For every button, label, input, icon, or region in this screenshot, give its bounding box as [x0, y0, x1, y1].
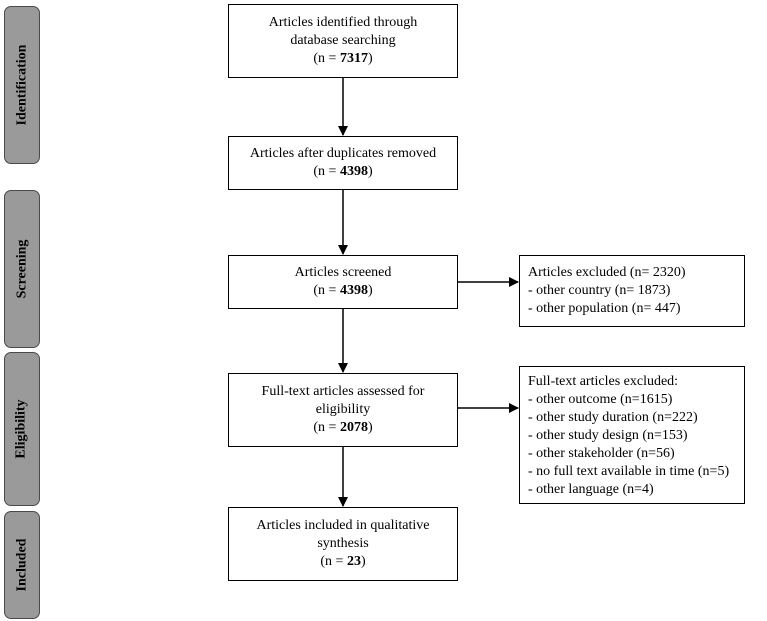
exclusion-title: Full-text articles excluded:	[528, 374, 679, 389]
phase-identification: Identification	[4, 6, 40, 164]
box-count: (n = 23)	[320, 554, 366, 569]
box-text: Articles after duplicates removed	[249, 146, 437, 161]
box-excluded-fulltext: Full-text articles excluded: - other out…	[519, 366, 745, 504]
box-included: Articles included in qualitative synthes…	[228, 507, 458, 581]
exclusion-item: - other stakeholder (n=56)	[528, 446, 675, 461]
box-screened: Articles screened (n = 4398)	[228, 255, 458, 309]
box-text: database searching	[290, 33, 396, 48]
exclusion-title: Articles excluded (n= 2320)	[528, 265, 686, 280]
box-text: Articles identified through	[268, 15, 418, 30]
box-identified: Articles identified through database sea…	[228, 4, 458, 78]
box-count: (n = 2078)	[313, 420, 373, 435]
box-text: eligibility	[315, 402, 371, 417]
phase-screening: Screening	[4, 190, 40, 348]
exclusion-item: - other study duration (n=222)	[528, 410, 698, 425]
box-text: Full-text articles assessed for	[261, 384, 425, 399]
exclusion-item: - no full text available in time (n=5)	[528, 464, 730, 479]
box-text: synthesis	[317, 536, 369, 551]
box-text: Articles screened	[294, 265, 392, 280]
phase-included: Included	[4, 511, 40, 619]
exclusion-item: - other outcome (n=1615)	[528, 392, 673, 407]
box-count: (n = 4398)	[313, 164, 373, 179]
exclusion-item: - other study design (n=153)	[528, 428, 688, 443]
exclusion-item: - other population (n= 447)	[528, 301, 681, 316]
box-fulltext-assessed: Full-text articles assessed for eligibil…	[228, 373, 458, 447]
phase-eligibility: Eligibility	[4, 352, 40, 506]
exclusion-item: - other country (n= 1873)	[528, 283, 671, 298]
exclusion-item: - other language (n=4)	[528, 482, 654, 497]
box-duplicates-removed: Articles after duplicates removed (n = 4…	[228, 136, 458, 190]
box-excluded-screening: Articles excluded (n= 2320) - other coun…	[519, 255, 745, 327]
box-count: (n = 4398)	[313, 283, 373, 298]
box-text: Articles included in qualitative	[256, 518, 430, 533]
box-count: (n = 7317)	[313, 51, 373, 66]
